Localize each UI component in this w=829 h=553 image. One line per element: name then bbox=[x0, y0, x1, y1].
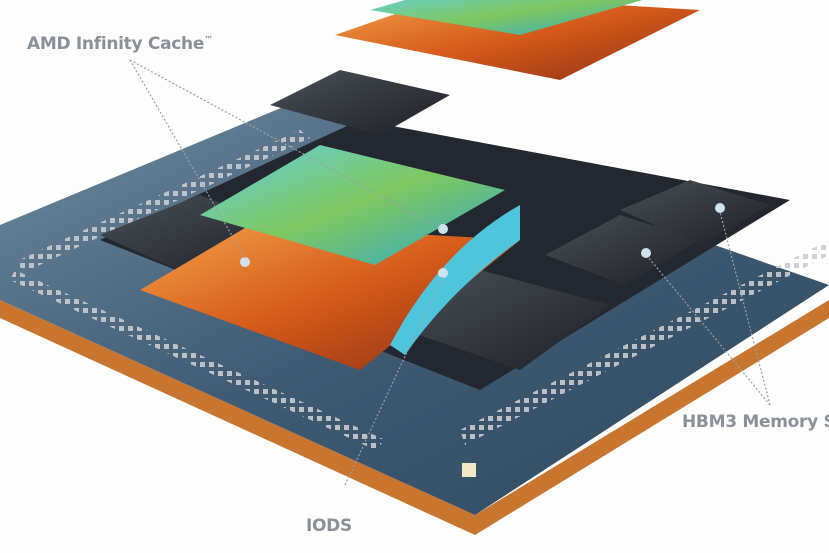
top-die bbox=[370, 0, 643, 35]
label-hbm3-memory: HBM3 Memory S bbox=[682, 412, 829, 432]
hbm-stack bbox=[405, 270, 610, 370]
corner-marker bbox=[462, 463, 476, 477]
hbm-stack bbox=[270, 70, 450, 135]
pin-row bbox=[15, 130, 310, 272]
label-iods: IODS bbox=[306, 516, 352, 536]
cache-die bbox=[200, 145, 505, 265]
pin-row bbox=[10, 270, 385, 450]
hbm-stack bbox=[620, 180, 770, 245]
pin-row bbox=[460, 240, 829, 445]
trademark: ™ bbox=[204, 35, 213, 46]
label-infinity-cache: AMD Infinity Cache™ bbox=[27, 34, 213, 54]
label-text: AMD Infinity Cache bbox=[27, 34, 205, 54]
callout-dots bbox=[240, 203, 725, 278]
hbm-stack bbox=[545, 215, 700, 285]
leader-lines bbox=[129, 59, 771, 486]
substrate-edge bbox=[0, 300, 829, 535]
cache-peel bbox=[390, 205, 520, 355]
top-die bbox=[335, 0, 700, 80]
iod-die bbox=[140, 225, 520, 370]
